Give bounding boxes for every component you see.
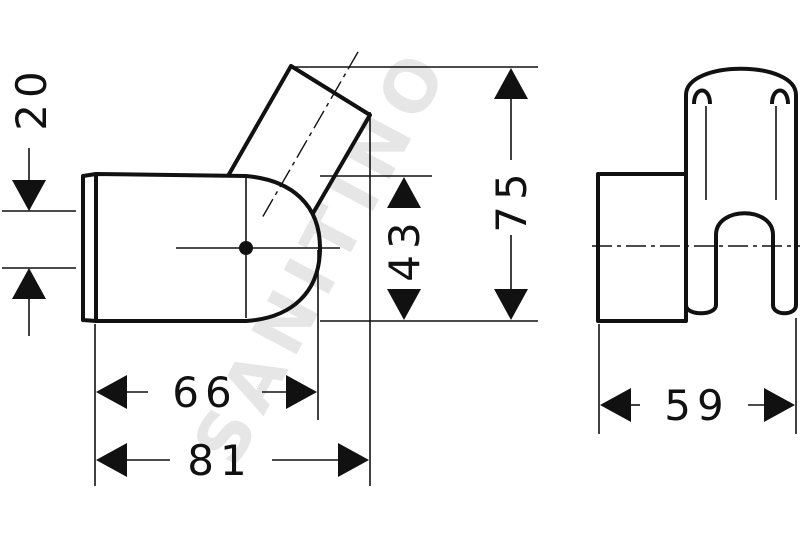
front-tube-axis [261, 51, 359, 219]
dimension-43: 43 [320, 175, 432, 322]
dim75-label: 75 [487, 167, 536, 232]
side-tube-outline [684, 66, 798, 316]
dim20-arrow-down [12, 180, 46, 211]
side-view [592, 66, 800, 323]
dimension-59: 59 [598, 318, 797, 434]
dimension-81: 81 [96, 112, 371, 486]
dim75-arrow-down [494, 289, 528, 320]
dim66-label: 66 [172, 368, 237, 417]
dim59-arrow-right [764, 388, 795, 422]
dim20-arrow-up [12, 268, 46, 299]
dim66-arrow-right [286, 375, 317, 409]
dim43-arrow-up [387, 177, 421, 208]
dim20-label: 20 [7, 65, 56, 130]
dim59-label: 59 [664, 381, 729, 430]
dim43-label: 43 [380, 216, 429, 281]
front-tilted-tube [226, 64, 372, 217]
dim81-arrow-right [338, 443, 369, 477]
dimension-66: 66 [94, 250, 319, 486]
side-tube-rim [692, 88, 712, 105]
dimension-75: 75 [291, 66, 538, 322]
side-tube-rim-right [770, 88, 790, 105]
dim81-arrow-left [96, 443, 127, 477]
side-back-plate [596, 172, 688, 323]
dim75-arrow-up [494, 68, 528, 99]
dim81-label: 81 [187, 436, 252, 485]
dim59-arrow-left [600, 388, 631, 422]
front-view [81, 51, 372, 323]
dimension-20: 20 [2, 65, 76, 336]
dim43-arrow-down [387, 289, 421, 320]
dim66-arrow-left [96, 375, 127, 409]
front-back-plate [81, 172, 97, 323]
